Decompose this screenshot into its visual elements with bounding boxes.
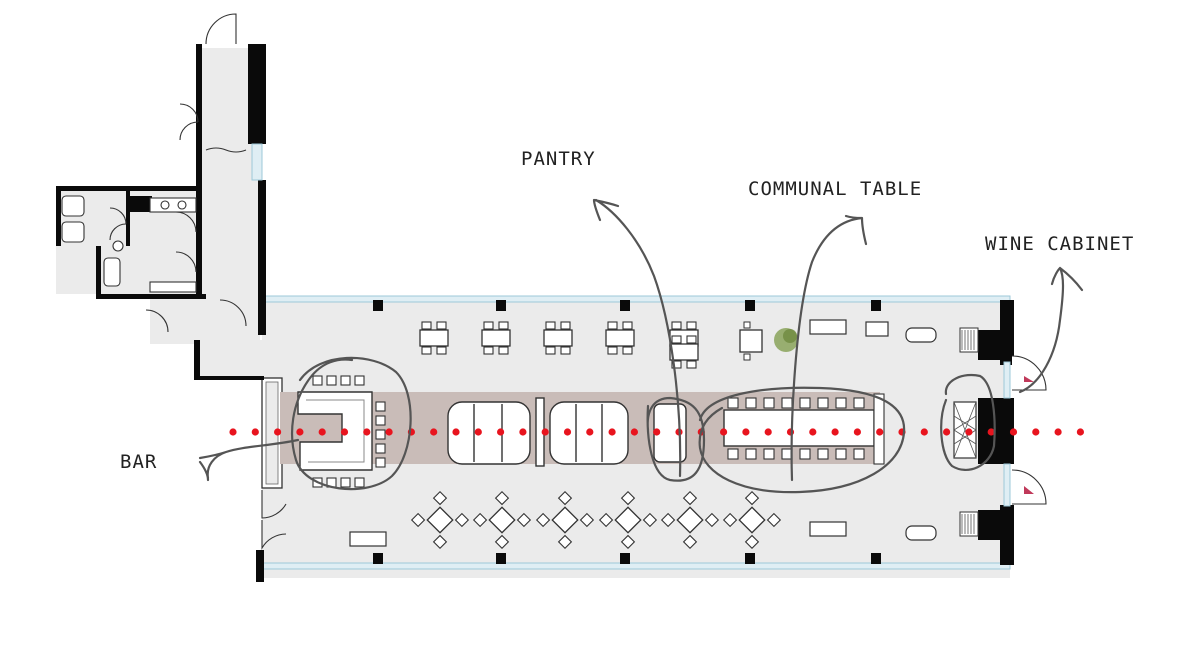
pantry-label: PANTRY (521, 148, 596, 170)
axis-dot (586, 428, 594, 436)
axis-dot (430, 428, 438, 436)
axis-dot (1032, 428, 1040, 436)
axis-dot (831, 428, 839, 436)
pantry-loop (646, 396, 706, 482)
bar-label: BAR (120, 451, 158, 473)
bar-arrow (198, 438, 300, 482)
axis-dot (764, 428, 772, 436)
axis-dot (1009, 428, 1018, 436)
axis-dot (608, 428, 616, 436)
communal-arrow (790, 214, 868, 482)
communal-table (723, 393, 885, 465)
axis-dot (363, 428, 371, 436)
top-row-tables (419, 319, 937, 369)
bottom-row-tables (349, 491, 937, 549)
bar-counter (297, 375, 386, 488)
communal-table-label: COMMUNAL TABLE (748, 178, 923, 200)
axis-dot (786, 428, 795, 436)
axis-dot (943, 428, 951, 436)
wine-loop (940, 373, 996, 472)
axis-dot (229, 428, 237, 436)
axis-dot (720, 428, 728, 436)
axis-dot (1076, 428, 1084, 436)
bar-loop (290, 356, 412, 491)
axis-dot (1054, 428, 1062, 436)
axis-dot (541, 428, 549, 436)
axis-dot (987, 428, 995, 436)
axis-dot (853, 428, 862, 436)
axis-dot (965, 428, 973, 436)
axis-dot (809, 428, 817, 436)
axis-dot (630, 428, 639, 436)
axis-dot (385, 428, 393, 436)
axis-dot (497, 428, 505, 436)
axis-dot (876, 428, 884, 436)
axis-dot (742, 428, 750, 436)
pantry-arrow (592, 198, 682, 478)
axis-dot (340, 428, 349, 436)
wine-cabinet-label: WINE CABINET (985, 233, 1135, 255)
wine-arrow (1018, 266, 1084, 394)
axis-dot (519, 428, 527, 436)
axis-dot (452, 428, 460, 436)
axis-dot (274, 428, 282, 436)
axis-dot (251, 428, 259, 436)
communal-loop (698, 386, 906, 494)
sketch-annotations (198, 198, 1084, 494)
service-wing (56, 13, 266, 380)
axis-dot (318, 428, 326, 436)
axis-dot (474, 428, 482, 436)
axis-dot (296, 428, 304, 436)
wine-cabinet (953, 327, 1047, 537)
axis-dot (653, 428, 661, 436)
axis-dot (563, 428, 572, 436)
axis-dot (920, 428, 928, 436)
